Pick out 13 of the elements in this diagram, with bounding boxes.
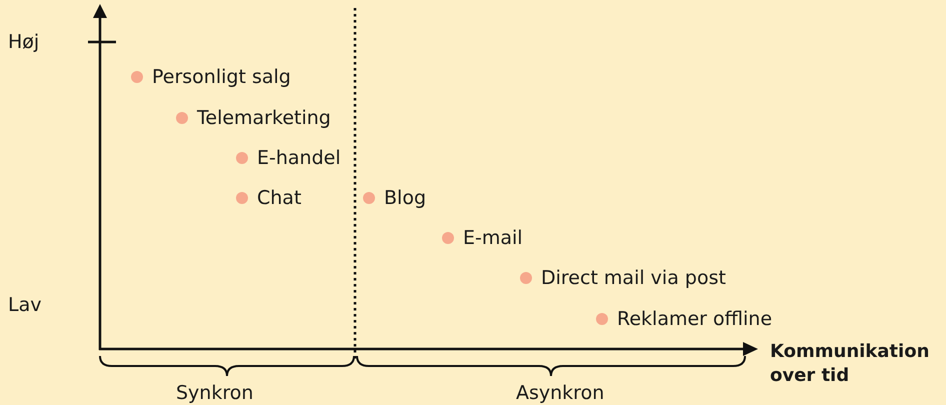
point-label: E-handel [257, 147, 341, 169]
point-label: Chat [257, 187, 302, 209]
point-label: Personligt salg [152, 66, 291, 88]
point-label: E-mail [463, 227, 523, 249]
axis-label: Lav [8, 294, 42, 316]
axis-label: Høj [8, 31, 40, 53]
point-label: Reklamer offline [617, 308, 772, 330]
point-label: Direct mail via post [541, 267, 726, 289]
point-label: Blog [384, 187, 426, 209]
point-label: Telemarketing [197, 107, 331, 129]
group-label: Asynkron [516, 382, 604, 404]
axis-title: Kommunikation over tid [770, 340, 930, 388]
group-label: Synkron [176, 382, 254, 404]
